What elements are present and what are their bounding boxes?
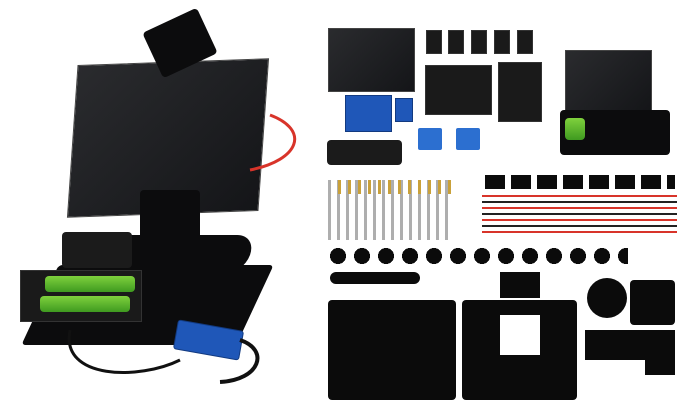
mini-battery [565,118,585,140]
panel-wire [249,113,297,172]
expansion-board [345,95,392,132]
acrylic-bracket [585,330,645,360]
sensor-module [494,30,510,54]
mini-assembled-panel [565,50,652,112]
jumper-wires [482,195,677,235]
sensor-module [471,30,487,54]
small-acrylic-blocks [485,175,675,189]
acrylic-plate-window [500,315,540,355]
brass-standoffs [338,180,458,194]
acrylic-plate-large [328,300,456,400]
servo-1 [418,128,442,150]
power-box [327,140,402,165]
acrylic-disc [587,278,627,318]
usb-meter-part [395,98,413,122]
acrylic-side-plate [645,330,675,375]
acrylic-square [630,280,675,325]
kit-solar-panel [328,28,415,92]
sensor-module [448,30,464,54]
power-bank-box [62,232,132,268]
acrylic-frame [500,272,540,298]
servo-2 [456,128,480,150]
battery-1 [45,276,135,292]
sensor-module [517,30,533,54]
acrylic-arm [330,272,420,284]
battery-2 [40,296,130,312]
sensor-module [426,30,442,54]
battery-board [498,62,542,122]
controller-board [425,65,492,115]
usb-cables [67,329,260,384]
mushroom-parts-row [328,248,628,268]
